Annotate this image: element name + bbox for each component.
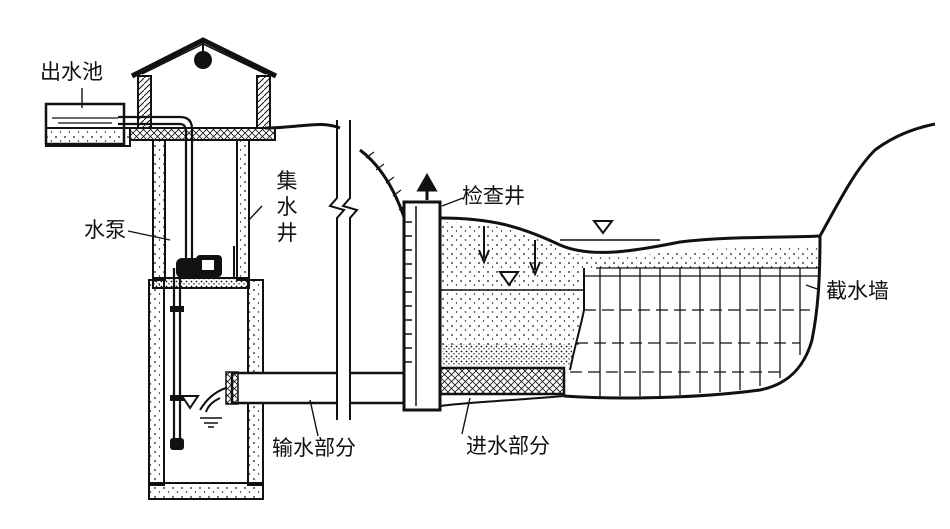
- upper-shaft-left-wall: [152, 139, 166, 281]
- cutoff-wall-bottom: [563, 235, 822, 400]
- leader-lines: [81, 88, 821, 437]
- pump-house-wall-left: [137, 75, 152, 129]
- aquifer-surface: [439, 122, 936, 254]
- section-break-left: [328, 120, 346, 420]
- label-outlet-pool: 出水池: [40, 60, 103, 84]
- suction-pipe: [172, 268, 182, 445]
- pump-floor-slab: [152, 277, 250, 289]
- inflow-arrow: [199, 387, 227, 413]
- well-bottom-slab: [148, 482, 264, 500]
- pipe-flange-lower: [170, 395, 184, 401]
- bedrock-line: [439, 395, 565, 407]
- section-break-right: [341, 120, 359, 420]
- lower-well-left-wall: [148, 279, 165, 486]
- upper-shaft-right-wall: [236, 139, 250, 281]
- label-inspection-well: 检查井: [462, 184, 525, 208]
- label-collection-well: 集水井: [276, 169, 298, 245]
- gravel-filter-layer: [442, 344, 572, 366]
- water-table-icon: [498, 271, 520, 287]
- well-top-slab: [129, 127, 276, 141]
- discharge-pipe: [118, 115, 194, 262]
- label-pump: 水泵: [84, 218, 126, 242]
- cutoff-wall-grid: [570, 267, 820, 396]
- seepage-arrow-1: [478, 226, 490, 265]
- conveyance-pipe: [230, 371, 414, 405]
- water-level-icon: [180, 395, 200, 410]
- label-conveyance-part: 输水部分: [272, 436, 356, 460]
- section-break-gap: [338, 360, 349, 420]
- intake-pipe: [438, 366, 566, 396]
- label-intake-part: 进水部分: [466, 434, 550, 458]
- intake-pipe-bed-edge: [569, 268, 585, 371]
- pipe-flange-upper: [170, 306, 184, 312]
- seepage-arrow-2: [529, 240, 541, 277]
- pump-icon: [176, 246, 235, 278]
- label-cutoff-wall: 截水墙: [826, 279, 889, 303]
- vent-arrow-icon: [416, 172, 438, 200]
- inspection-well-ladder: [404, 221, 412, 363]
- conveyance-pipe-collar: [225, 371, 239, 405]
- section-break-over-pipe: [336, 365, 351, 415]
- bell-icon: [194, 51, 212, 69]
- outlet-pool-water: [52, 117, 118, 124]
- river-water-icon: [592, 220, 614, 235]
- pump-house-wall-right: [256, 75, 271, 129]
- outlet-pool-base: [45, 127, 131, 147]
- water-level-line: [200, 417, 222, 428]
- aquifer-top-soil: [440, 222, 820, 268]
- foot-valve: [170, 438, 184, 450]
